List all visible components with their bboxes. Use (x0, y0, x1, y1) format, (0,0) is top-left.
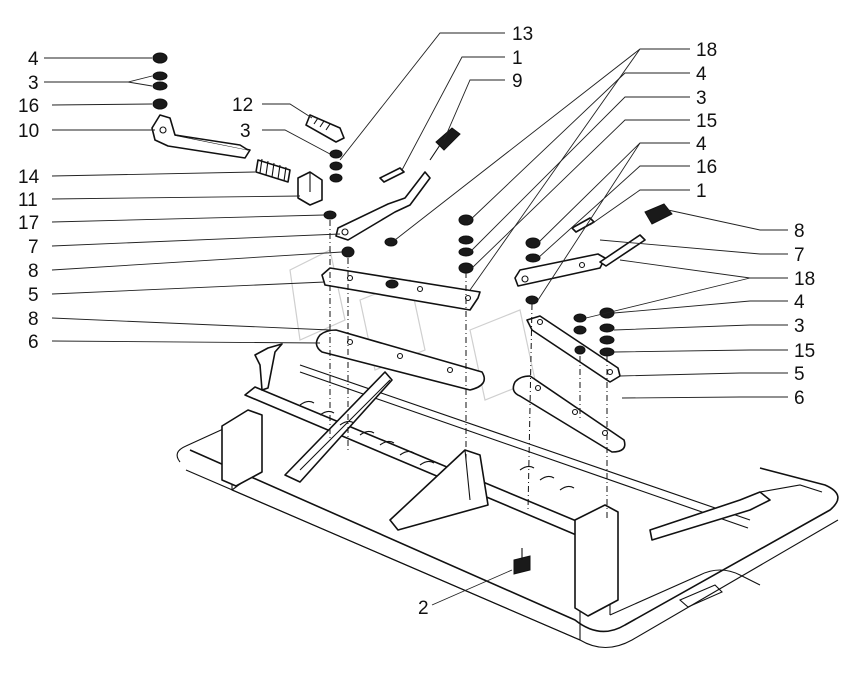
callout-7-right: 7 (794, 245, 805, 266)
callout-4-mid-right: 4 (696, 134, 707, 155)
bolt-12 (305, 114, 345, 143)
callout-5-right: 5 (794, 364, 805, 385)
callout-18-top: 18 (696, 40, 717, 61)
skid-fins (284, 371, 575, 531)
callout-13: 13 (512, 24, 533, 45)
callout-5-left: 5 (28, 285, 39, 306)
callout-11: 11 (18, 190, 38, 211)
callout-10: 10 (18, 121, 39, 142)
strap-right-6 (512, 375, 626, 453)
callout-4-top-right: 4 (696, 64, 707, 85)
bracket-11 (297, 171, 323, 206)
arm-left-7 (335, 171, 431, 241)
callout-15-top: 15 (696, 111, 717, 132)
spring-14 (255, 158, 291, 183)
handle-10 (151, 114, 251, 159)
plate-left-5 (321, 267, 481, 311)
callout-6-right: 6 (794, 388, 805, 409)
callout-1-top: 1 (512, 48, 523, 69)
callout-labels: 4 3 16 10 12 3 14 11 17 7 8 5 8 6 13 1 9… (18, 24, 815, 619)
callout-15-right: 15 (794, 341, 815, 362)
callout-7-left: 7 (28, 237, 39, 258)
callout-1-right: 1 (696, 181, 707, 202)
callout-8-left-a: 8 (28, 261, 39, 282)
callout-12: 12 (232, 95, 253, 116)
callout-3-mid-left: 3 (240, 121, 251, 142)
callout-17: 17 (18, 213, 39, 234)
callout-2: 2 (418, 598, 429, 619)
grip-8-right (644, 203, 673, 225)
callout-16-left: 16 (18, 96, 39, 117)
callout-8-left-b: 8 (28, 309, 39, 330)
callout-9: 9 (512, 71, 523, 92)
strap-left-6 (315, 329, 486, 391)
base-frame (176, 343, 839, 649)
callout-18-right: 18 (794, 269, 815, 290)
callout-4-low-right: 4 (794, 292, 805, 313)
callout-8-right: 8 (794, 221, 805, 242)
callout-3-top-right: 3 (696, 88, 707, 109)
callout-3-top-left: 3 (28, 73, 39, 94)
callout-6-left: 6 (28, 332, 39, 353)
callout-16-right: 16 (696, 157, 717, 178)
grip-9 (429, 127, 461, 161)
leader-lines (44, 32, 788, 606)
callout-14: 14 (18, 167, 40, 188)
callout-3-low-right: 3 (794, 316, 805, 337)
callout-4-top-left: 4 (28, 49, 39, 70)
